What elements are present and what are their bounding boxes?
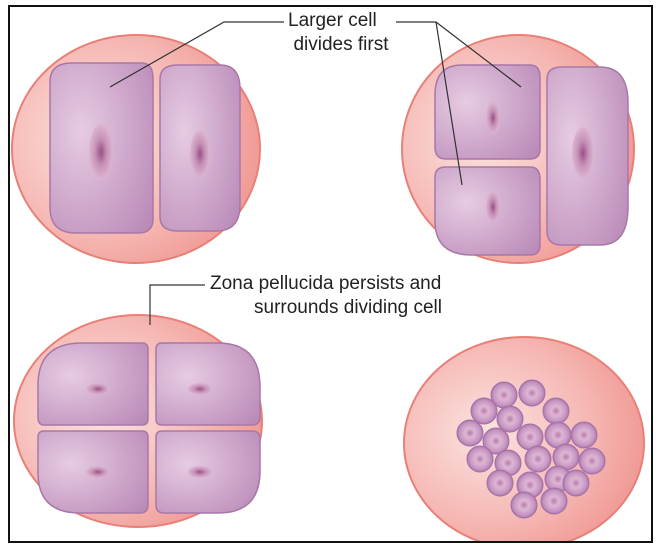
morula-cell	[541, 488, 567, 514]
morula-cell	[497, 406, 523, 432]
morula-stage	[404, 337, 644, 543]
two-cell-stage	[12, 35, 260, 263]
blastomere-upper-right	[156, 343, 260, 425]
morula-cell	[487, 470, 513, 496]
diagram-canvas: Larger cell divides first Zona pellucida…	[8, 5, 653, 543]
morula-cell	[511, 492, 537, 518]
nucleus	[190, 130, 210, 178]
morula-cell	[519, 380, 545, 406]
morula-cell	[563, 470, 589, 496]
label-larger-cell-line1: Larger cell	[288, 10, 377, 32]
nucleus	[86, 383, 110, 395]
morula-cell	[543, 398, 569, 424]
nucleus	[572, 127, 594, 179]
morula-cell	[571, 422, 597, 448]
morula-cell	[457, 420, 483, 446]
label-zona-pellucida-line1: Zona pellucida persists and	[210, 273, 441, 295]
morula-cell	[579, 448, 605, 474]
nucleus	[86, 466, 110, 478]
nucleus	[486, 102, 500, 134]
nucleus	[486, 191, 500, 223]
four-cell-stage	[14, 315, 262, 527]
nucleus	[188, 466, 212, 478]
morula-cell	[525, 446, 551, 472]
nucleus	[89, 124, 113, 180]
three-cell-stage	[402, 35, 634, 263]
label-zona-pellucida-line2: surrounds dividing cell	[210, 297, 486, 319]
morula-cell	[467, 446, 493, 472]
nucleus	[188, 383, 212, 395]
label-larger-cell-line2: divides first	[288, 34, 394, 56]
morula-cell	[471, 398, 497, 424]
